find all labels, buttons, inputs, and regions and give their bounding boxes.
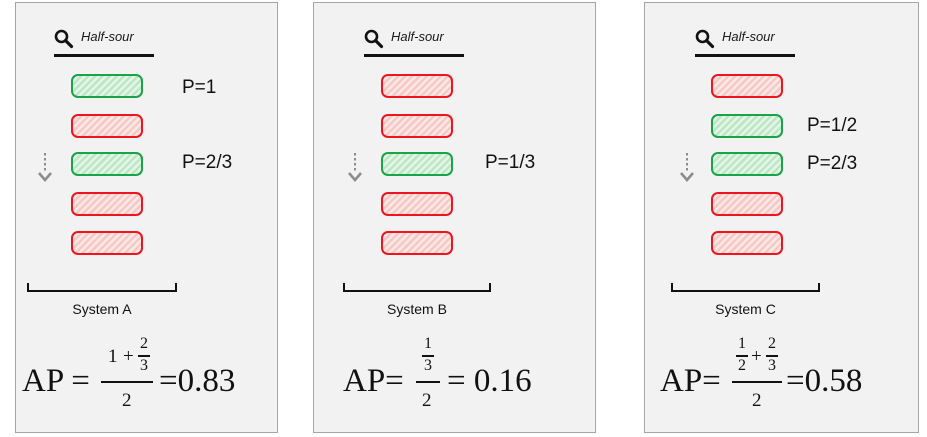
result-rank-3 <box>711 152 783 176</box>
formula-fraction-bar <box>101 381 153 383</box>
result-rank-3 <box>381 152 453 176</box>
formula-denominator: 2 <box>122 390 132 411</box>
formula-lhs: AP= <box>660 363 721 399</box>
result-rank-2 <box>711 114 783 138</box>
formula-frac2-numerator: 2 <box>768 335 776 352</box>
formula-fraction-bar <box>732 381 782 383</box>
average-precision-formula: AP= 1 3 2 = 0.16 <box>314 333 597 433</box>
system-a-panel: Half-sour P=1 P=2/3 System A AP = 1 + 2 … <box>15 2 278 433</box>
formula-frac-numerator: 1 <box>424 335 432 352</box>
formula-frac1-numerator: 1 <box>738 335 746 352</box>
result-rank-1 <box>71 74 143 98</box>
result-rank-3 <box>71 152 143 176</box>
scroll-down-arrow-icon <box>348 153 362 182</box>
precision-label-rank-3: P=2/3 <box>807 153 858 174</box>
result-rank-5 <box>711 231 783 255</box>
result-rank-2 <box>71 114 143 138</box>
result-rank-1 <box>381 74 453 98</box>
formula-result: =0.58 <box>786 363 863 399</box>
formula-inner-fraction-bar <box>422 355 434 357</box>
results-bracket <box>671 283 820 292</box>
search-query: Half-sour <box>391 29 444 44</box>
search-underline <box>54 54 154 57</box>
search-bar: Half-sour <box>364 27 466 57</box>
formula-numerator-one: 1 <box>108 346 118 367</box>
search-bar: Half-sour <box>54 27 156 57</box>
search-underline <box>364 54 464 57</box>
result-rank-4 <box>71 192 143 216</box>
result-rank-5 <box>71 231 143 255</box>
result-rank-4 <box>711 192 783 216</box>
formula-frac-numerator: 2 <box>140 335 148 352</box>
results-bracket <box>343 283 491 292</box>
formula-lhs: AP= <box>343 363 404 399</box>
average-precision-formula: AP = 1 + 2 3 2 =0.83 <box>16 333 279 433</box>
search-bar: Half-sour <box>695 27 797 57</box>
formula-lhs: AP = <box>22 363 90 399</box>
formula-frac1-denominator: 2 <box>738 357 746 374</box>
formula-denominator: 2 <box>422 390 432 411</box>
formula-plus: + <box>123 346 134 367</box>
search-underline <box>695 54 795 57</box>
search-query: Half-sour <box>81 29 134 44</box>
system-name: System B <box>387 301 447 317</box>
precision-label-rank-2: P=1/2 <box>807 115 858 136</box>
result-rank-1 <box>711 74 783 98</box>
system-c-panel: Half-sour P=1/2 P=2/3 System C AP= 1 2 +… <box>644 2 919 433</box>
system-name: System C <box>715 301 776 317</box>
scroll-down-arrow-icon <box>680 153 694 182</box>
system-name: System A <box>72 301 132 317</box>
formula-frac2-denominator: 3 <box>768 357 776 374</box>
result-rank-5 <box>381 231 453 255</box>
result-rank-2 <box>381 114 453 138</box>
formula-inner-fraction-bar-2 <box>766 355 778 357</box>
formula-plus: + <box>751 346 762 367</box>
search-icon <box>364 29 384 49</box>
search-icon <box>54 29 74 49</box>
search-icon <box>695 29 715 49</box>
system-b-panel: Half-sour P=1/3 System B AP= 1 3 2 = 0.1… <box>313 2 596 433</box>
average-precision-formula: AP= 1 2 + 2 3 2 =0.58 <box>645 333 920 433</box>
precision-label-rank-1: P=1 <box>182 77 217 98</box>
precision-label-rank-3: P=2/3 <box>182 152 233 173</box>
formula-inner-fraction-bar-1 <box>736 355 748 357</box>
results-bracket <box>27 283 177 292</box>
formula-frac-denominator: 3 <box>424 357 432 374</box>
scroll-down-arrow-icon <box>38 153 52 182</box>
formula-result: = 0.16 <box>447 363 532 399</box>
search-query: Half-sour <box>722 29 775 44</box>
formula-frac-denominator: 3 <box>140 357 148 374</box>
formula-result: =0.83 <box>159 363 236 399</box>
formula-inner-fraction-bar <box>138 355 150 357</box>
precision-label-rank-3: P=1/3 <box>485 152 536 173</box>
result-rank-4 <box>381 192 453 216</box>
formula-denominator: 2 <box>752 390 762 411</box>
formula-fraction-bar <box>416 381 440 383</box>
